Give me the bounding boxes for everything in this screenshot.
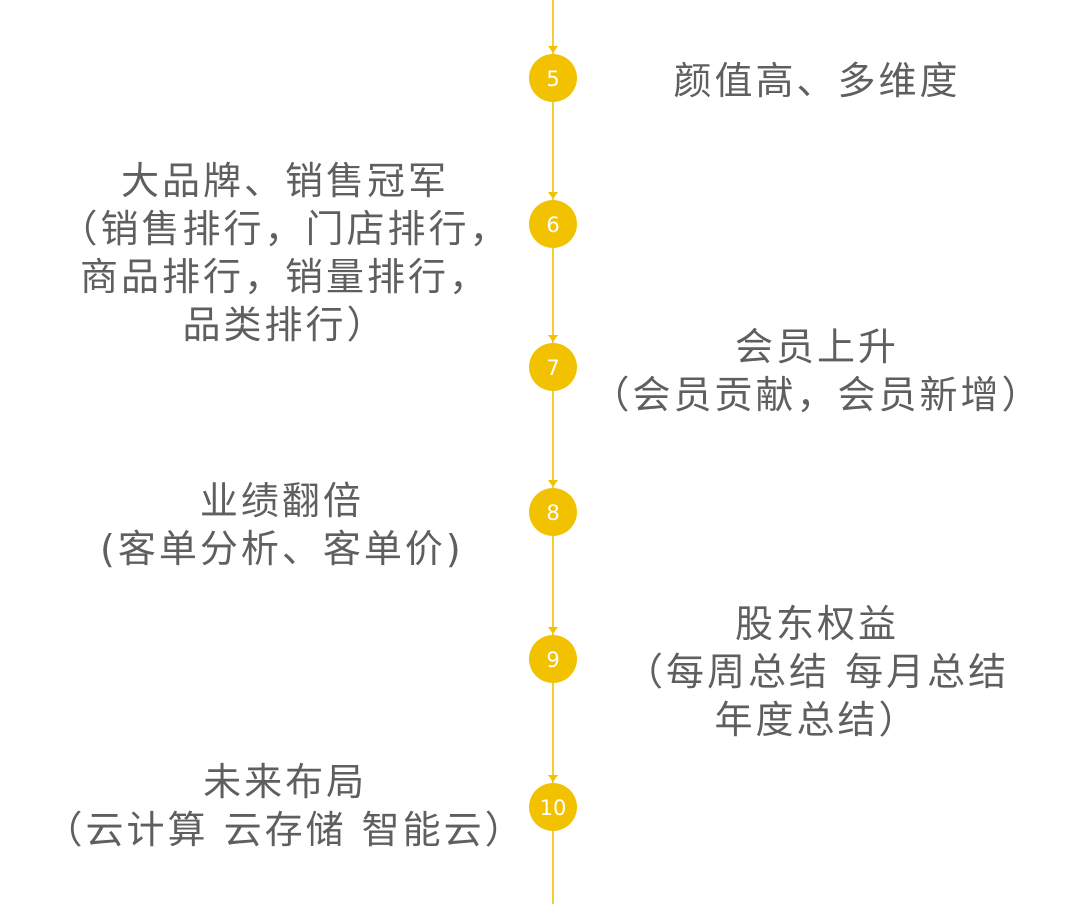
arrowhead-icon bbox=[548, 192, 558, 199]
step-9-line: 股东权益 bbox=[735, 602, 900, 646]
step-6-line: 商品排行，销量排行， bbox=[80, 255, 491, 299]
timeline-node-10: 10 bbox=[529, 783, 577, 831]
node-number: 7 bbox=[546, 356, 559, 380]
step-6-line: 品类排行） bbox=[182, 303, 388, 347]
timeline-node-7: 7 bbox=[529, 343, 577, 391]
step-7-line: 会员上升 bbox=[735, 325, 900, 369]
arrowhead-icon bbox=[548, 335, 558, 342]
node-circle bbox=[529, 635, 577, 683]
timeline-node-8: 8 bbox=[529, 488, 577, 536]
node-circle bbox=[529, 200, 577, 248]
node-circle bbox=[529, 783, 577, 831]
timeline-node-5: 5 bbox=[529, 54, 577, 102]
step-5-text: 颜值高、多维度 bbox=[674, 57, 961, 105]
step-10-line: （云计算 云存储 智能云） bbox=[44, 808, 526, 852]
node-number: 8 bbox=[546, 501, 559, 525]
step-8-line: 业绩翻倍 bbox=[199, 479, 364, 523]
timeline-node-6: 6 bbox=[529, 200, 577, 248]
arrowhead-icon bbox=[548, 627, 558, 634]
step-8-line: (客单分析、客单价) bbox=[100, 527, 464, 571]
arrowhead-icon bbox=[548, 46, 558, 53]
node-circle bbox=[529, 488, 577, 536]
step-9-line: 年度总结） bbox=[714, 698, 920, 742]
node-number: 10 bbox=[540, 796, 567, 820]
node-number: 6 bbox=[546, 213, 559, 237]
step-9-text: 股东权益（每周总结 每月总结年度总结） bbox=[625, 600, 1009, 744]
node-circle bbox=[529, 54, 577, 102]
arrowhead-icon bbox=[548, 480, 558, 487]
step-7-text: 会员上升（会员贡献，会员新增） bbox=[592, 323, 1043, 419]
step-6-text: 大品牌、销售冠军（销售排行，门店排行，商品排行，销量排行，品类排行） bbox=[60, 157, 511, 349]
step-7-line: （会员贡献，会员新增） bbox=[591, 373, 1043, 417]
step-6-line: 大品牌、销售冠军 bbox=[121, 159, 450, 203]
step-8-text: 业绩翻倍(客单分析、客单价) bbox=[100, 477, 464, 573]
arrowhead-icon bbox=[548, 775, 558, 782]
step-5-line: 颜值高、多维度 bbox=[673, 59, 961, 103]
node-number: 5 bbox=[546, 67, 559, 91]
node-number: 9 bbox=[546, 648, 559, 672]
step-9-line: （每周总结 每月总结 bbox=[625, 650, 1010, 694]
node-circle bbox=[529, 343, 577, 391]
step-10-line: 未来布局 bbox=[203, 760, 368, 804]
step-6-line: （销售排行，门店排行， bbox=[59, 207, 511, 251]
step-10-text: 未来布局（云计算 云存储 智能云） bbox=[45, 758, 526, 854]
timeline-node-9: 9 bbox=[529, 635, 577, 683]
